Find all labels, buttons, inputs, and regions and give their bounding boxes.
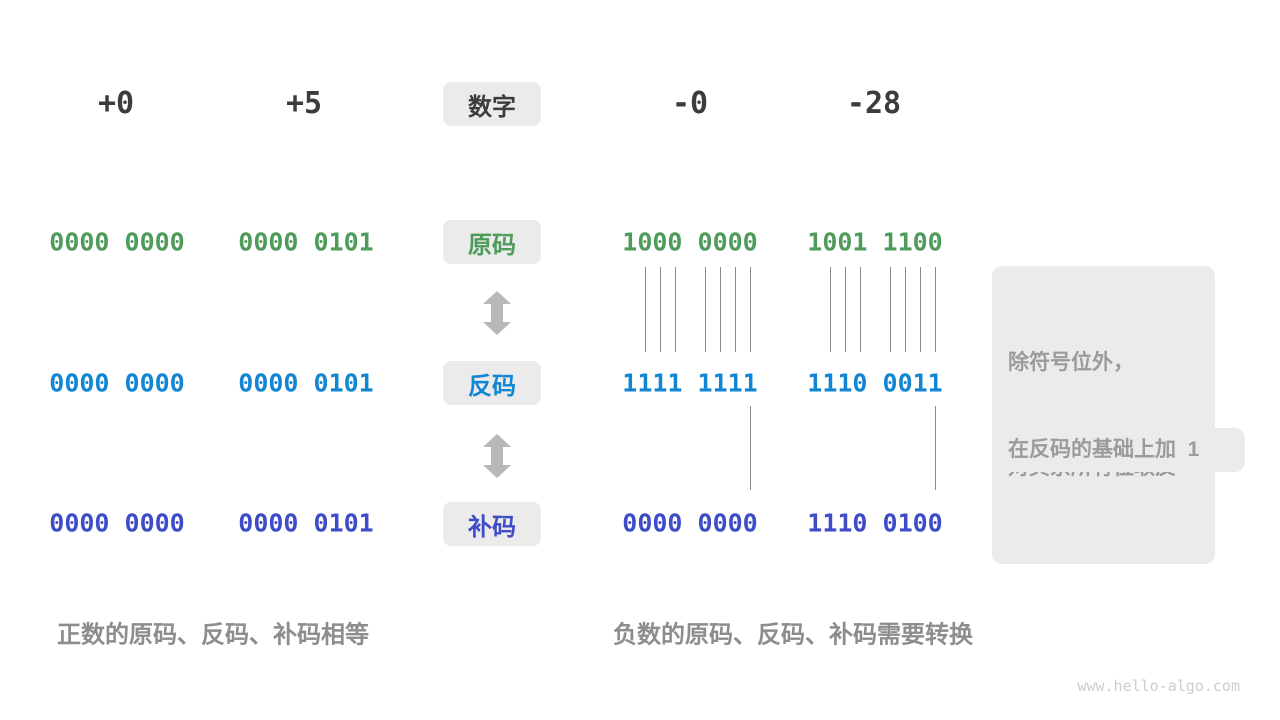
label-ones-complement: 反码 — [443, 361, 541, 405]
invert-bit-line — [705, 267, 706, 352]
invert-bit-line — [750, 267, 751, 352]
up-down-arrow-icon — [483, 434, 511, 478]
invert-bit-line — [830, 267, 831, 352]
ones-complement-minus-zero: 1111 1111 — [622, 368, 758, 398]
invert-bit-line — [935, 267, 936, 352]
label-sign-magnitude: 原码 — [443, 220, 541, 264]
number-minus-zero: -0 — [671, 86, 709, 121]
add-one-bit-line — [750, 406, 751, 490]
invert-bit-line — [860, 267, 861, 352]
twos-complement-minus-twentyeight: 1110 0100 — [807, 508, 943, 538]
invert-bit-line — [675, 267, 676, 352]
ones-complement-plus-five: 0000 0101 — [238, 368, 374, 398]
up-down-arrow-icon — [483, 291, 511, 335]
label-twos-complement: 补码 — [443, 502, 541, 546]
sign-magnitude-plus-zero: 0000 0000 — [49, 227, 185, 257]
sign-magnitude-minus-zero: 1000 0000 — [622, 227, 758, 257]
invert-bit-line — [890, 267, 891, 352]
invert-bit-line — [920, 267, 921, 352]
add-one-note: 在反码的基础上加 1 — [992, 428, 1245, 472]
twos-complement-plus-five: 0000 0101 — [238, 508, 374, 538]
positive-caption: 正数的原码、反码、补码相等 — [57, 621, 369, 649]
twos-complement-minus-zero: 0000 0000 — [622, 508, 758, 538]
sign-magnitude-plus-five: 0000 0101 — [238, 227, 374, 257]
invert-bit-line — [720, 267, 721, 352]
number-plus-zero: +0 — [97, 86, 135, 121]
ones-complement-plus-zero: 0000 0000 — [49, 368, 185, 398]
label-number: 数字 — [443, 82, 541, 126]
twos-complement-plus-zero: 0000 0000 — [49, 508, 185, 538]
invert-bit-line — [845, 267, 846, 352]
number-plus-five: +5 — [285, 86, 323, 121]
invert-bit-line — [660, 267, 661, 352]
watermark: www.hello-algo.com — [1077, 677, 1240, 695]
invert-bits-note: 除符号位外， 对其余所有位取反 — [992, 266, 1215, 564]
invert-bit-line — [905, 267, 906, 352]
invert-bit-line — [735, 267, 736, 352]
negative-caption: 负数的原码、反码、补码需要转换 — [613, 621, 973, 649]
invert-bit-line — [645, 267, 646, 352]
sign-magnitude-minus-twentyeight: 1001 1100 — [807, 227, 943, 257]
add-one-bit-line — [935, 406, 936, 490]
number-minus-twentyeight: -28 — [846, 86, 902, 121]
ones-complement-minus-twentyeight: 1110 0011 — [807, 368, 943, 398]
invert-bits-note-line1: 除符号位外， — [1008, 351, 1134, 374]
